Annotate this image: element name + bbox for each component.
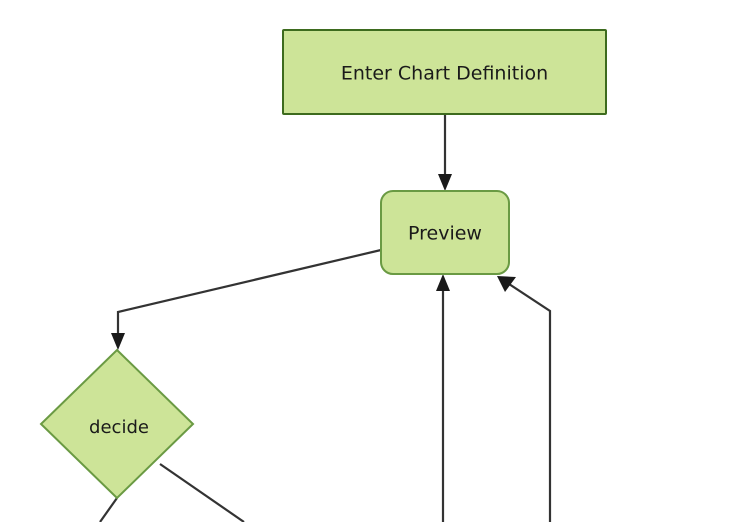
edge-preview-to-decide-line [116, 248, 382, 340]
node-preview-label: Preview [408, 223, 482, 245]
edge-decide-right-out [159, 463, 245, 522]
edge-bottom-right-to-preview-line [505, 281, 552, 522]
edge-preview-to-decide [111, 248, 382, 350]
arrowhead-into-decide-top [111, 333, 125, 350]
edge-enter-to-preview [438, 114, 452, 191]
edge-bottom-right-to-preview [497, 276, 552, 522]
node-enter-chart-definition-shape[interactable] [282, 29, 607, 115]
node-enter-chart-definition[interactable]: Enter Chart Definition [282, 29, 607, 115]
arrowhead-into-preview-bottom-right [497, 276, 516, 292]
node-preview[interactable]: Preview [380, 190, 510, 275]
node-decide[interactable]: decide [39, 348, 195, 500]
node-decide-shape[interactable] [39, 348, 195, 500]
edge-decide-right-out-line [159, 463, 245, 522]
edge-decide-bottom-out [99, 497, 118, 522]
node-decide-label: decide [89, 417, 149, 438]
node-preview-shape[interactable] [380, 190, 510, 275]
edge-decide-bottom-out-line [99, 497, 118, 522]
arrowhead-into-preview-bottom-center [436, 274, 450, 291]
node-enter-chart-definition-label: Enter Chart Definition [341, 63, 548, 85]
arrowhead-into-preview-top [438, 174, 452, 191]
edge-bottom-center-to-preview [436, 274, 450, 522]
